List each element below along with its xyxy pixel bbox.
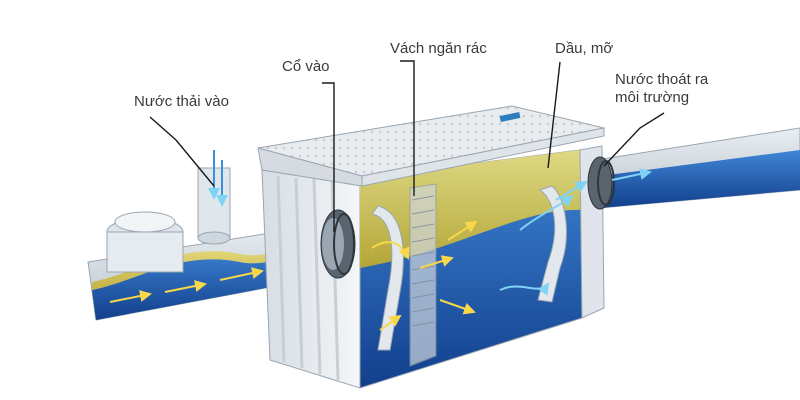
leader-oil (547, 61, 561, 169)
leader-lines (149, 60, 665, 232)
outlet-pipe (587, 127, 800, 210)
label-outlet-line2: môi trường (615, 89, 690, 106)
label-inlet-wastewater: Nước thải vào (134, 93, 229, 110)
inlet-collar (320, 209, 356, 279)
label-inlet-collar: Cổ vào (282, 58, 330, 75)
label-oil-grease: Dầu, mỡ (555, 40, 614, 57)
label-outlet-line1: Nước thoát ra (615, 71, 709, 88)
leader-inlet (149, 116, 215, 187)
leader-outlet (603, 112, 665, 167)
leader-collar (322, 82, 335, 232)
label-debris-screen: Vách ngăn rác (390, 40, 487, 57)
label-outlet-water: Nước thoát ra môi trường (615, 71, 708, 107)
tank-body (257, 105, 605, 389)
leader-screen (400, 60, 415, 196)
